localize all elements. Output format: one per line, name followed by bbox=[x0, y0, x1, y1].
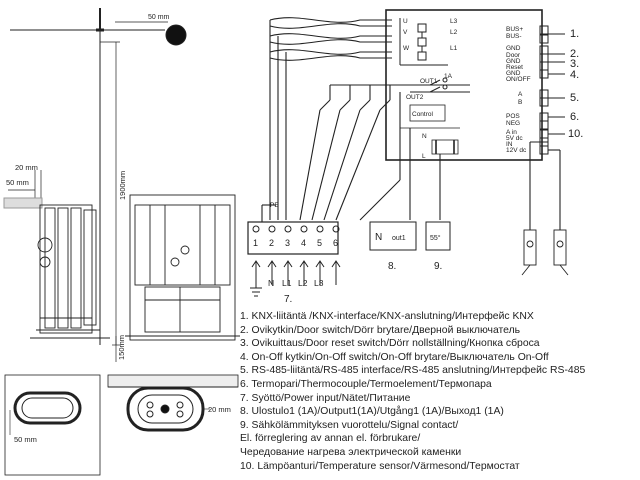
output-out1: out1 bbox=[392, 235, 406, 242]
supply-l2: L2 bbox=[298, 278, 308, 288]
board-out2: OUT2 bbox=[406, 94, 424, 101]
legend-item-9c: Чередование нагрева электрической каменк… bbox=[240, 446, 462, 458]
board-labels: U V W L3 L2 L1 OUT1 1A OUT2 Control N L … bbox=[403, 18, 531, 160]
dimension-labels: 50 mm 1900mm 20 mm 50 mm 150mm 20 mm 50 … bbox=[6, 14, 231, 444]
supply-l1: L1 bbox=[282, 278, 292, 288]
mounting-elevation bbox=[3, 8, 187, 362]
heater-front-view bbox=[125, 194, 240, 341]
supply-wiring bbox=[261, 17, 561, 230]
board-n: N bbox=[422, 133, 427, 140]
legend-item-5: 5. RS-485-liitäntä/RS-485 interface/RS-4… bbox=[240, 365, 586, 377]
terminal-strip bbox=[247, 221, 341, 297]
board-l: L bbox=[422, 153, 426, 160]
board-ain: A in bbox=[506, 129, 517, 136]
callout-4: 4. bbox=[570, 69, 579, 81]
board-b: B bbox=[518, 99, 522, 106]
board-l3: L3 bbox=[450, 18, 458, 25]
board-control: Control bbox=[412, 111, 434, 118]
legend-item-7: 7. Syöttö/Power input/Nätet/Питание bbox=[240, 392, 411, 404]
legend: 1. KNX-liitäntä /KNX-interface/KNX-anslu… bbox=[240, 310, 636, 473]
board-in: IN bbox=[506, 141, 513, 148]
dim-50-bottom: 50 mm bbox=[14, 435, 37, 444]
callout-numbers: 1. 2. 3. 4. 5. 6. 10. bbox=[568, 28, 583, 140]
dim-1900: 1900mm bbox=[118, 171, 127, 200]
label-9: 9. bbox=[434, 261, 442, 272]
dim-20-left: 20 mm bbox=[15, 163, 38, 172]
supply-n: N bbox=[268, 278, 274, 288]
terminal-3: 3 bbox=[285, 238, 290, 248]
terminal-4: 4 bbox=[301, 238, 306, 248]
terminal-pe: PE bbox=[270, 202, 279, 209]
board-gnd-3: GND bbox=[506, 70, 521, 77]
legend-item-4: 4. On-Off kytkin/On-Off switch/On-Off br… bbox=[240, 351, 549, 363]
label-8: 8. bbox=[388, 261, 396, 272]
temperature-probes bbox=[521, 229, 569, 276]
board-l1: L1 bbox=[450, 45, 458, 52]
terminal-5: 5 bbox=[317, 238, 322, 248]
output-temp: 55° bbox=[430, 234, 441, 242]
legend-item-6: 6. Termopari/Thermocouple/Termoelement/Т… bbox=[240, 378, 492, 390]
legend-item-8: 8. Ulostulo1 (1A)/Output1(1A)/Utgång1 (1… bbox=[240, 406, 504, 418]
callout-10: 10. bbox=[568, 128, 583, 140]
board-w: W bbox=[403, 45, 410, 52]
board-12v: 12V dc bbox=[506, 147, 527, 154]
label-7: 7. bbox=[284, 294, 292, 305]
board-bus-plus: BUS+ bbox=[506, 26, 523, 33]
callout-6: 6. bbox=[570, 111, 579, 123]
legend-item-2: 2. Ovikytkin/Door switch/Dörr brytare/Дв… bbox=[240, 324, 521, 336]
board-v: V bbox=[403, 29, 408, 36]
callout-3: 3. bbox=[570, 58, 579, 70]
terminal-6: 6 bbox=[333, 238, 338, 248]
board-a: A bbox=[518, 91, 523, 98]
callout-5: 5. bbox=[570, 92, 579, 104]
board-pos: POS bbox=[506, 113, 520, 120]
callout-1: 1. bbox=[570, 28, 579, 40]
board-u: U bbox=[403, 18, 408, 25]
board-out1: OUT1 bbox=[420, 78, 438, 85]
dim-150: 150mm bbox=[117, 335, 126, 360]
sensor-dot bbox=[165, 24, 187, 46]
heater-side-view bbox=[30, 204, 110, 339]
callout-2: 2. bbox=[570, 48, 579, 60]
supply-l3: L3 bbox=[314, 278, 324, 288]
dim-50-left: 50 mm bbox=[6, 178, 29, 187]
legend-item-1: 1. KNX-liitäntä /KNX-interface/KNX-anslu… bbox=[240, 311, 534, 322]
ceiling-grill-views bbox=[4, 374, 239, 476]
board-gnd-1: GND bbox=[506, 45, 521, 52]
board-5v: 5V dc bbox=[506, 135, 523, 142]
legend-item-3: 3. Ovikuittaus/Door reset switch/Dörr no… bbox=[240, 338, 540, 350]
board-reset: Reset bbox=[506, 64, 523, 71]
board-bus-minus: BUS- bbox=[506, 33, 522, 40]
board-l2: L2 bbox=[450, 29, 458, 36]
board-onoff: ON/OFF bbox=[506, 76, 531, 83]
board-neg: NEG bbox=[506, 120, 520, 127]
control-board bbox=[385, 9, 565, 161]
board-gnd-2: GND bbox=[506, 58, 521, 65]
board-door: Door bbox=[506, 52, 521, 59]
board-1a: 1A bbox=[444, 73, 453, 80]
dim-20-bottom: 20 mm bbox=[208, 405, 231, 414]
dim-50-top: 50 mm bbox=[148, 14, 170, 21]
terminal-labels: PE 1 2 3 4 5 6 N L1 L2 L3 7. N out1 55° … bbox=[253, 202, 442, 305]
legend-item-10: 10. Lämpöanturi/Temperature sensor/Värme… bbox=[240, 460, 520, 472]
legend-item-9b: El. förreglering av annan el. förbrukare… bbox=[240, 433, 421, 445]
terminal-1: 1 bbox=[253, 238, 258, 248]
terminal-2: 2 bbox=[269, 238, 274, 248]
output-n: N bbox=[375, 232, 382, 243]
output-boxes bbox=[369, 221, 451, 251]
legend-item-9a: 9. Sähkölämmityksen vuorottelu/Signal co… bbox=[240, 419, 459, 431]
